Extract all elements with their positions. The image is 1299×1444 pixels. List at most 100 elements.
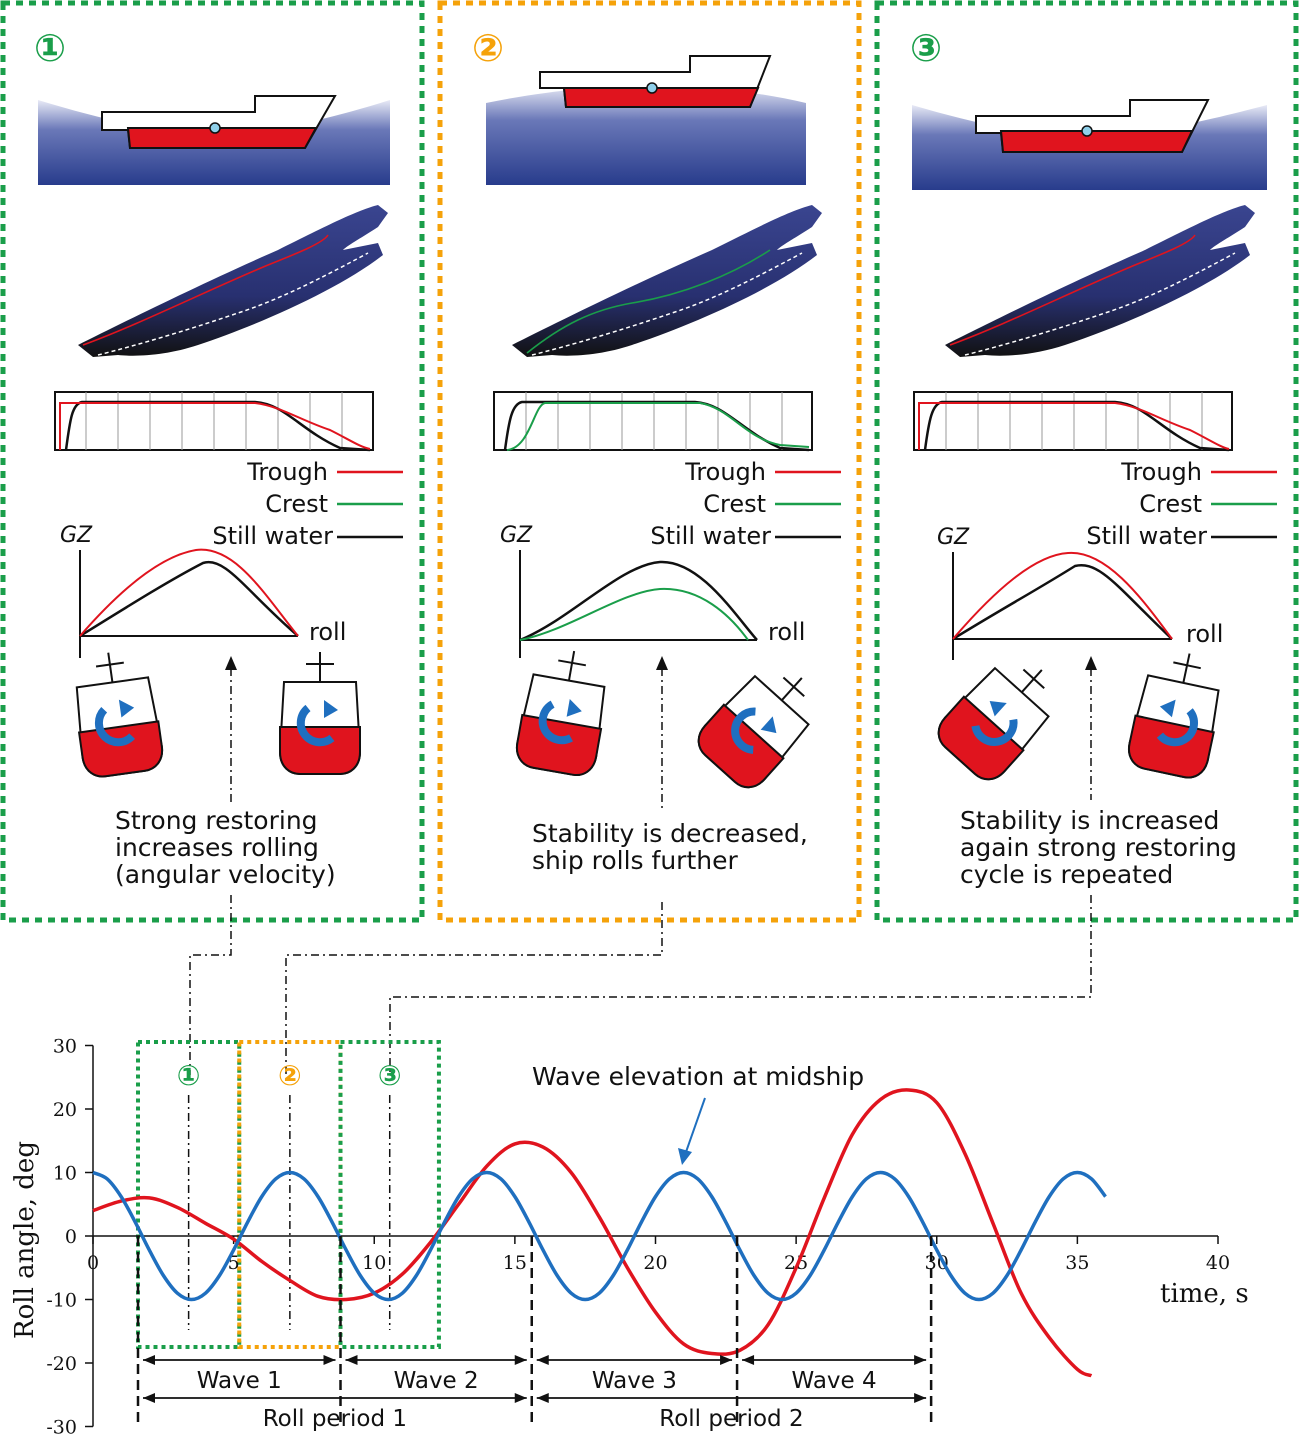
- wave-span-arrowhead-left: [742, 1355, 755, 1365]
- legend-crest-label: Crest: [703, 490, 766, 518]
- panel-pointer-arrows: [230, 668, 1092, 812]
- zone-box: [338, 1040, 441, 1349]
- panel-1-frame: [0, 0, 425, 923]
- zone-label: ③: [378, 1059, 402, 1092]
- x-tick-label: 20: [643, 1252, 667, 1274]
- caption-line: Strong restoring: [115, 806, 318, 835]
- x-tick-label: 40: [1206, 1252, 1230, 1274]
- y-tick-label: -10: [46, 1290, 77, 1312]
- wave-elevation-annotation: Wave elevation at midship: [532, 1062, 864, 1091]
- wave-span-arrowhead-left: [536, 1355, 549, 1365]
- legend-still-label: Still water: [1086, 522, 1207, 550]
- panel-2-legend: Trough Crest Still water: [650, 458, 841, 550]
- roll-period-span-arrowhead-left: [536, 1393, 549, 1403]
- panel-2-ship-section-left-icon: [515, 647, 606, 777]
- panel-2-hull-render: [511, 204, 823, 358]
- panel-2-gz-curve: GZ roll: [500, 523, 805, 658]
- wave-span-arrowhead-right: [914, 1355, 927, 1365]
- y-tick-label: -20: [46, 1353, 77, 1375]
- y-tick-label: 10: [53, 1163, 77, 1185]
- caption-line: Stability is increased: [960, 806, 1219, 835]
- gz-axis-label: GZ: [500, 523, 533, 548]
- caption-line: ship rolls further: [532, 846, 738, 875]
- panel-3-gz-curve: GZ roll: [937, 525, 1223, 660]
- panel-1-gz-curve: GZ roll: [60, 523, 346, 658]
- y-tick-label: 20: [53, 1099, 77, 1121]
- roll-angle-series-line: [92, 1088, 1093, 1378]
- legend-trough-label: Trough: [246, 458, 328, 486]
- wave-elevation-series-line: [92, 1170, 1107, 1302]
- roll-period-span-arrowhead-right: [914, 1393, 927, 1403]
- wave-span-label: Wave 3: [592, 1368, 677, 1394]
- zone-box: [136, 1040, 242, 1349]
- legend-still-label: Still water: [212, 522, 333, 550]
- wave-span-arrowhead-left: [345, 1355, 358, 1365]
- annotation-arrow: [685, 1097, 706, 1153]
- wave-span-label: Wave 1: [197, 1368, 282, 1394]
- wave-span-arrowhead-right: [323, 1355, 336, 1365]
- y-tick-label: 30: [53, 1036, 77, 1058]
- roll-period-span-arrowhead-right: [514, 1393, 527, 1403]
- zone-label: ②: [278, 1059, 302, 1092]
- panel-1-area-curve: [54, 391, 374, 452]
- zone-label: ①: [177, 1059, 201, 1092]
- panel-2-number: ②: [472, 26, 504, 70]
- panel-3-frame: [874, 0, 1299, 923]
- panel-1-caption: Strong restoring increases rolling (angu…: [115, 806, 336, 889]
- legend-still-label: Still water: [650, 522, 771, 550]
- x-axis-label: time, s: [1160, 1279, 1249, 1309]
- panel-1-ship-section-right-icon: [278, 651, 362, 775]
- panel-1-hull-render: [77, 204, 389, 358]
- wave-span-arrowhead-left: [143, 1355, 155, 1365]
- x-tick-label: 10: [362, 1252, 386, 1274]
- roll-period-span-label: Roll period 2: [659, 1406, 803, 1432]
- roll-axis-label: roll: [309, 618, 346, 646]
- wave-span-label: Wave 2: [394, 1368, 479, 1394]
- wave-span-arrowhead-right: [720, 1355, 733, 1365]
- wave-span-label: Wave 4: [792, 1368, 877, 1394]
- chart-zones: ① ② ③: [136, 1040, 441, 1349]
- x-tick-label: 0: [87, 1252, 99, 1274]
- panel-3-ship-in-waves: [912, 99, 1267, 190]
- roll-axis-label: roll: [768, 618, 805, 646]
- caption-line: increases rolling: [115, 833, 319, 862]
- x-tick-label: 35: [1065, 1252, 1089, 1274]
- panel-1-number: ①: [34, 26, 66, 70]
- legend-trough-label: Trough: [684, 458, 766, 486]
- roll-axis-label: roll: [1186, 620, 1223, 648]
- panel-1-ship-section-left-icon: [75, 649, 164, 778]
- panel-2-frame: [437, 0, 862, 923]
- roll-period-span-arrowhead-left: [143, 1393, 155, 1403]
- caption-line: Stability is decreased,: [532, 819, 808, 848]
- panel-3-caption: Stability is increased again strong rest…: [960, 806, 1237, 889]
- panel-to-chart-connectors: [189, 895, 1092, 1075]
- panel-3-area-curve: [913, 391, 1233, 452]
- y-axis-label: Roll angle, deg: [10, 1141, 40, 1339]
- y-tick-label: 0: [65, 1226, 77, 1248]
- panel-1-ship-in-waves: [38, 95, 390, 185]
- roll-period-span-label: Roll period 1: [263, 1406, 407, 1432]
- x-tick-label: 15: [503, 1252, 527, 1274]
- panel-2-area-curve: [493, 391, 813, 452]
- caption-line: again strong restoring: [960, 833, 1237, 862]
- legend-crest-label: Crest: [1139, 490, 1202, 518]
- panel-1-legend: Trough Crest Still water: [212, 458, 403, 550]
- chart-series: [92, 1088, 1107, 1378]
- pointer-arrowheads: [225, 656, 1097, 670]
- panel-3-number: ③: [910, 26, 942, 70]
- caption-line: (angular velocity): [115, 860, 336, 889]
- panel-3-legend: Trough Crest Still water: [1086, 458, 1277, 550]
- caption-line: cycle is repeated: [960, 860, 1173, 889]
- y-tick-label: -30: [46, 1417, 77, 1439]
- panel-2-ship-in-waves: [486, 55, 806, 185]
- panel-3-ship-section-right-icon: [1127, 649, 1220, 779]
- chart-wave-markers: Wave 1 Wave 2 Wave 3 Wave 4 Roll period 1 Rol…: [136, 1236, 933, 1432]
- gz-axis-label: GZ: [60, 523, 93, 548]
- panel-2-ship-section-right-icon: [697, 667, 814, 789]
- legend-trough-label: Trough: [1120, 458, 1202, 486]
- legend-crest-label: Crest: [265, 490, 328, 518]
- panel-3-hull-render: [944, 204, 1256, 358]
- wave-span-arrowhead-right: [514, 1355, 527, 1365]
